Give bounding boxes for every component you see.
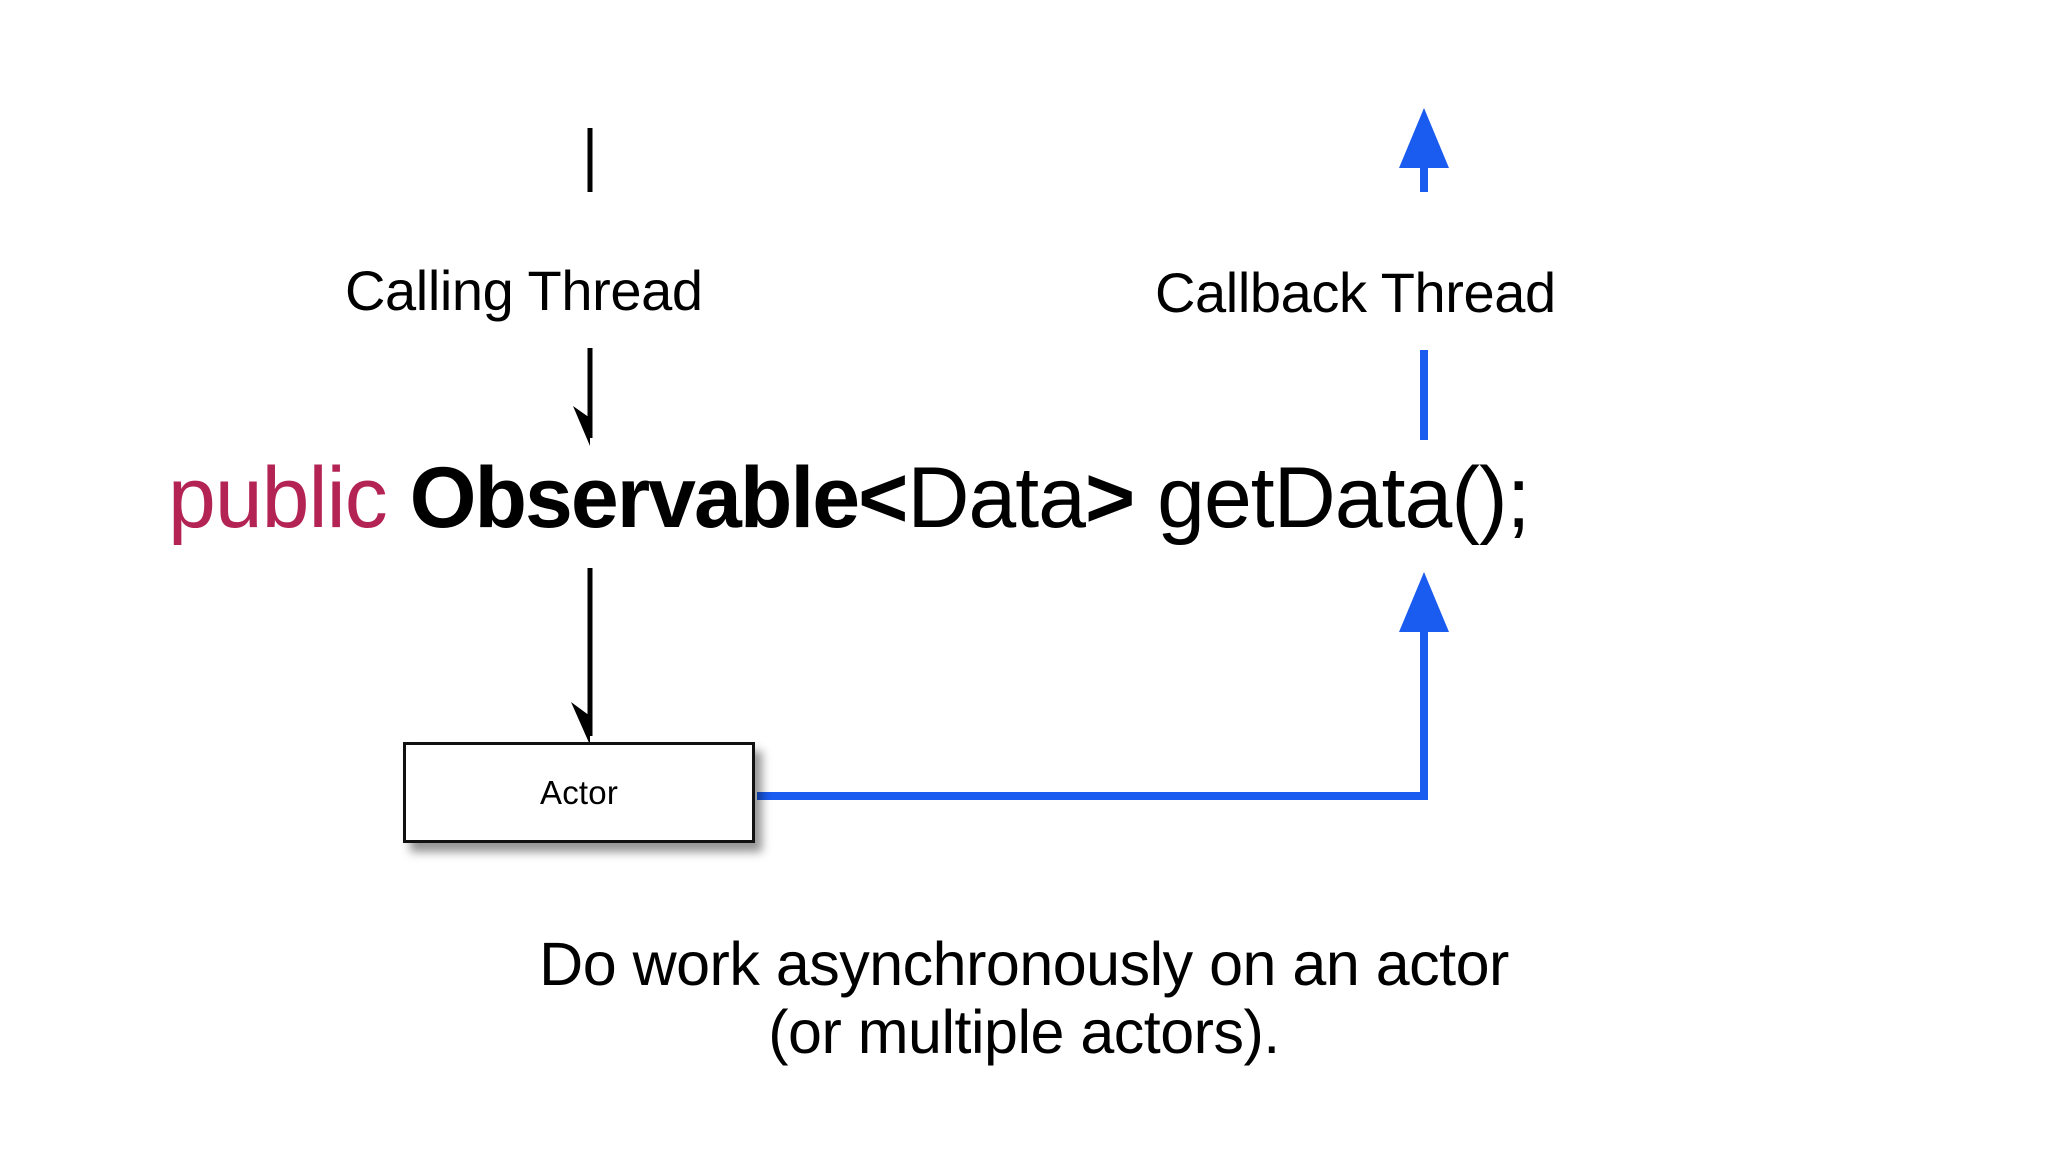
code-method-getdata: getData(); — [1157, 450, 1530, 546]
code-space-1 — [387, 450, 410, 546]
caption: Do work asynchronously on an actor (or m… — [0, 930, 2048, 1067]
code-signature: public Observable<Data> getData(); — [168, 455, 1531, 541]
code-keyword-public: public — [168, 450, 388, 546]
calling-thread-lower-arrowhead — [573, 406, 590, 446]
code-angle-open: < — [858, 450, 908, 546]
callback-thread-label: Callback Thread — [1155, 261, 1556, 324]
actor-to-callback-path — [757, 625, 1428, 800]
caption-line-2: (or multiple actors). — [768, 998, 1280, 1067]
code-angle-close: > — [1084, 450, 1135, 546]
calling-thread-to-actor-arrowhead — [571, 702, 590, 745]
callback-thread-upper-arrowhead — [1399, 108, 1449, 168]
caption-line-1: Do work asynchronously on an actor — [539, 930, 1509, 998]
code-space-2 — [1134, 450, 1157, 546]
code-generic-data: Data — [907, 450, 1086, 546]
actor-box: Actor — [403, 742, 755, 843]
code-type-observable: Observable — [409, 450, 860, 546]
actor-box-label: Actor — [539, 773, 619, 811]
actor-to-callback-arrowhead — [1399, 572, 1449, 632]
calling-thread-label: Calling Thread — [345, 259, 703, 322]
